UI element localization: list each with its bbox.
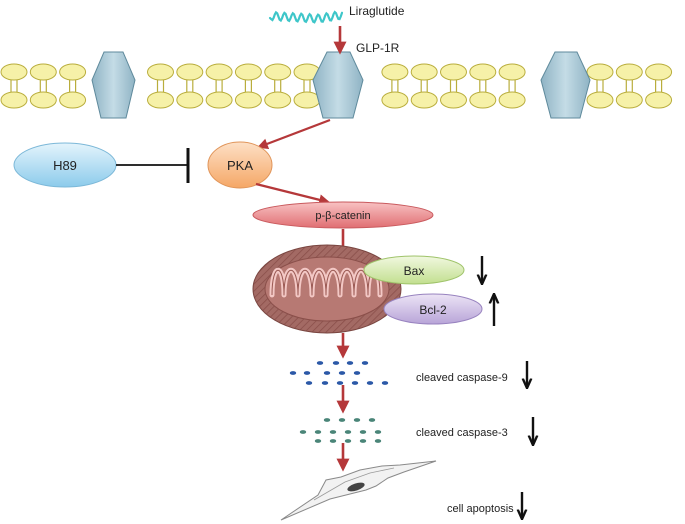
caspase-particle [289, 371, 297, 375]
caspase-particle [321, 381, 329, 385]
lipid-head-outer [469, 63, 497, 81]
apoptosis-label: cell apoptosis [447, 503, 514, 515]
lipid-head-inner [381, 91, 409, 109]
caspase-particle [344, 439, 352, 443]
lipid-head-inner [410, 91, 438, 109]
cleaved-caspase3-particles [299, 418, 382, 443]
lipid-head-outer [0, 63, 28, 81]
catenin-label: p-β-catenin [315, 210, 370, 222]
caspase-particle [329, 430, 337, 434]
caspase-particle [329, 439, 337, 443]
caspase-particle [332, 361, 340, 365]
caspase-particle [374, 430, 382, 434]
lipid-head-inner [586, 91, 614, 109]
caspase-particle [359, 430, 367, 434]
catenin-node [252, 201, 434, 229]
caspase-particle [338, 371, 346, 375]
membrane-protein-right [540, 51, 591, 119]
caspase-particle [338, 418, 346, 422]
lipid-head-inner [645, 91, 673, 109]
caspase-particle [344, 430, 352, 434]
lipid-head-outer [234, 63, 262, 81]
receptor-label: GLP-1R [356, 41, 400, 55]
lipid-head-outer [381, 63, 409, 81]
lipid-head-outer [29, 63, 57, 81]
caspase-particle [381, 381, 389, 385]
receptor-pka-arrow [256, 118, 331, 150]
apoptotic-cell-icon [280, 460, 437, 521]
mitochondrion-icon [252, 244, 402, 334]
caspase-particle [368, 418, 376, 422]
caspase-particle [314, 439, 322, 443]
caspase-particle [303, 371, 311, 375]
caspase-particle [336, 381, 344, 385]
lipid-head-outer [59, 63, 87, 81]
pka-catenin-arrow [255, 182, 331, 206]
lipid-head-inner [147, 91, 174, 109]
lipid-head-inner [205, 91, 233, 109]
caspase-particle [351, 381, 359, 385]
lipid-head-inner [59, 91, 87, 109]
membrane-protein-left [91, 51, 136, 119]
caspase9-label: cleaved caspase-9 [416, 372, 508, 384]
lipid-head-inner [264, 91, 292, 109]
h89-label: H89 [53, 158, 77, 173]
ligand-label: Liraglutide [349, 4, 405, 18]
lipid-head-outer [586, 63, 614, 81]
lipid-head-outer [615, 63, 643, 81]
pka-label: PKA [227, 158, 253, 173]
liraglutide-peptide-icon [268, 10, 344, 24]
caspase-particle [314, 430, 322, 434]
lipid-head-inner [615, 91, 643, 109]
lipid-head-outer [147, 63, 174, 81]
caspase-particle [305, 381, 313, 385]
caspase-particle [361, 361, 369, 365]
cell-membrane [0, 63, 673, 109]
bcl2-label: Bcl-2 [419, 303, 447, 317]
lipid-head-inner [234, 91, 262, 109]
bcl2-node [383, 293, 483, 325]
caspase-particle [359, 439, 367, 443]
lipid-head-inner [293, 91, 321, 109]
bax-node [363, 255, 465, 285]
caspase-particle [323, 418, 331, 422]
caspase-particle [323, 371, 331, 375]
lipid-head-inner [498, 91, 526, 109]
lipid-head-outer [264, 63, 292, 81]
lipid-head-inner [440, 91, 467, 109]
glp1r-receptor [312, 51, 364, 119]
caspase3-label: cleaved caspase-3 [416, 427, 508, 439]
caspase-particle [299, 430, 307, 434]
cleaved-caspase9-particles [289, 361, 389, 385]
lipid-head-outer [440, 63, 467, 81]
lipid-head-inner [176, 91, 204, 109]
lipid-head-inner [29, 91, 57, 109]
caspase-particle [366, 381, 374, 385]
bax-label: Bax [404, 264, 425, 278]
lipid-head-outer [205, 63, 233, 81]
lipid-head-outer [176, 63, 204, 81]
caspase-particle [346, 361, 354, 365]
caspase-particle [374, 439, 382, 443]
lipid-head-inner [0, 91, 28, 109]
caspase-particle [353, 418, 361, 422]
pka-node [207, 141, 273, 189]
lipid-head-inner [469, 91, 497, 109]
lipid-head-outer [410, 63, 438, 81]
caspase-particle [316, 361, 324, 365]
caspase-particle [353, 371, 361, 375]
lipid-head-outer [498, 63, 526, 81]
lipid-head-outer [645, 63, 673, 81]
